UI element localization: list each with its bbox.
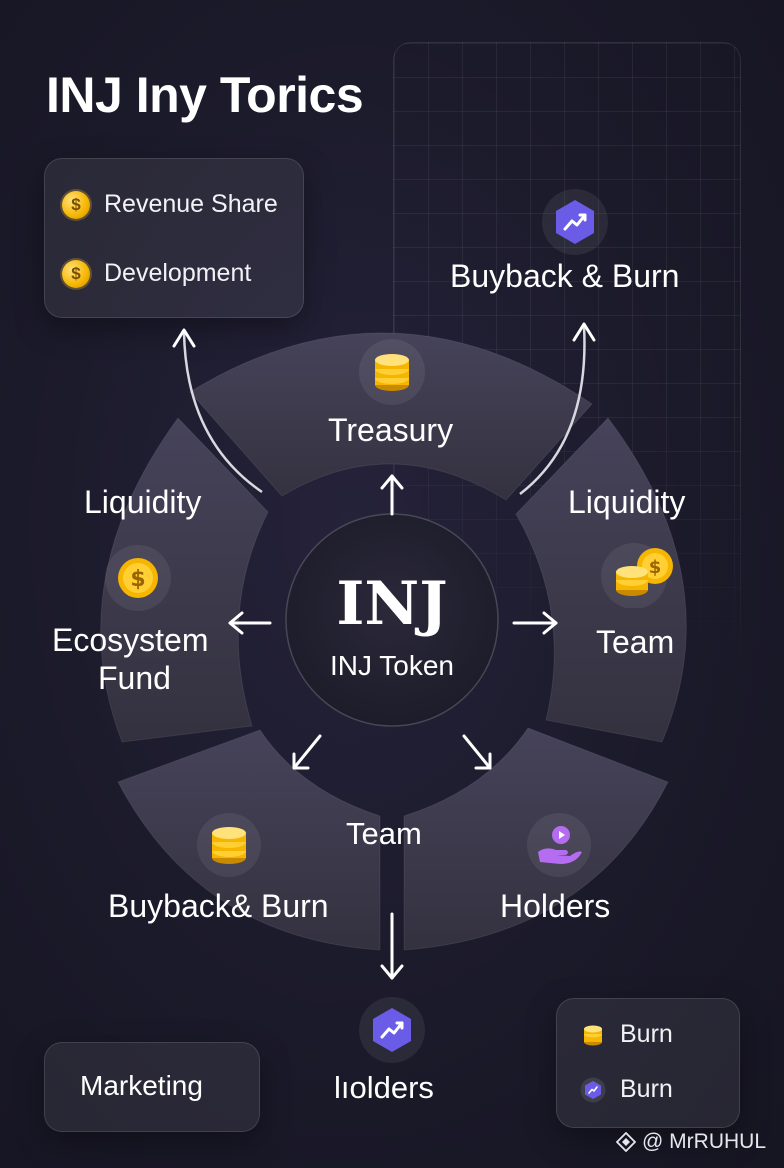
liquidity-left-header: Liquidity	[84, 484, 202, 520]
dollar-coin-icon: $	[62, 190, 90, 219]
coin-stack-icon	[197, 813, 261, 877]
marketing-card	[44, 1042, 260, 1132]
liquidity-right-header: Liquidity	[568, 484, 686, 520]
hexagon-chart-icon	[580, 1077, 606, 1102]
treasury-label: Treasury	[328, 412, 454, 448]
dollar-coin-icon: $	[105, 545, 171, 611]
watermark: @ MrRUHUL	[616, 1130, 766, 1154]
arrow-right	[512, 611, 558, 635]
ecosystem-fund-line2: Fund	[98, 660, 171, 696]
legend-burn-label-1: Burn	[620, 1020, 673, 1048]
buyback-burn-top-label: Buyback & Burn	[450, 258, 680, 294]
team-right-label: Team	[596, 624, 675, 660]
hexagon-chart-icon	[359, 997, 425, 1063]
legend-item-burn-coins: Burn	[580, 1020, 673, 1049]
arrow-down	[380, 912, 404, 980]
coin-stack-icon	[359, 339, 425, 405]
marketing-label: Marketing	[80, 1070, 203, 1101]
segment-buyback-burn	[117, 729, 381, 951]
arrow-down-left	[292, 734, 322, 770]
list-item-revenue-share: $ Revenue Share	[62, 190, 278, 219]
segment-liquidity-right	[515, 417, 687, 743]
ecosystem-fund-line1: Ecosystem	[52, 622, 209, 658]
segment-treasury	[189, 332, 593, 501]
arrow-down-right	[462, 734, 492, 770]
svg-text:$: $	[130, 567, 145, 592]
arrow-up	[380, 474, 404, 516]
legend-card	[556, 998, 740, 1128]
hexagon-chart-icon	[542, 189, 608, 255]
revenue-share-label: Revenue Share	[104, 190, 278, 218]
buyback-burn-bottom-label: Buyback& Burn	[108, 888, 329, 924]
coin-stack-icon	[584, 1025, 602, 1045]
page-title: INJ Iny Torics	[46, 67, 364, 123]
svg-text:$: $	[649, 557, 662, 578]
revenue-card	[44, 158, 304, 318]
team-bottom-label: Team	[346, 816, 422, 851]
development-label: Development	[104, 259, 252, 287]
legend-item-burn-hex: Burn	[580, 1075, 673, 1104]
watermark-text: @ MrRUHUL	[642, 1130, 766, 1153]
diamond-logo-icon	[616, 1132, 637, 1152]
segment-liquidity-left	[100, 417, 269, 743]
curve-arrow-left	[182, 331, 263, 494]
hand-coin-icon	[527, 813, 591, 877]
coins-icon: $	[601, 543, 673, 608]
curve-arrow-right	[519, 325, 586, 495]
legend-burn-label-2: Burn	[620, 1075, 673, 1103]
arrow-left	[228, 611, 272, 635]
center-symbol: INJ	[336, 569, 448, 639]
holders-right-label: Holders	[500, 888, 611, 924]
center-token-label: INJ Token	[330, 650, 454, 681]
dollar-coin-icon: $	[62, 259, 90, 288]
holders-bottom-label: lıolders	[334, 1070, 434, 1105]
segment-holders	[403, 727, 669, 951]
list-item-development: $ Development	[62, 259, 251, 288]
